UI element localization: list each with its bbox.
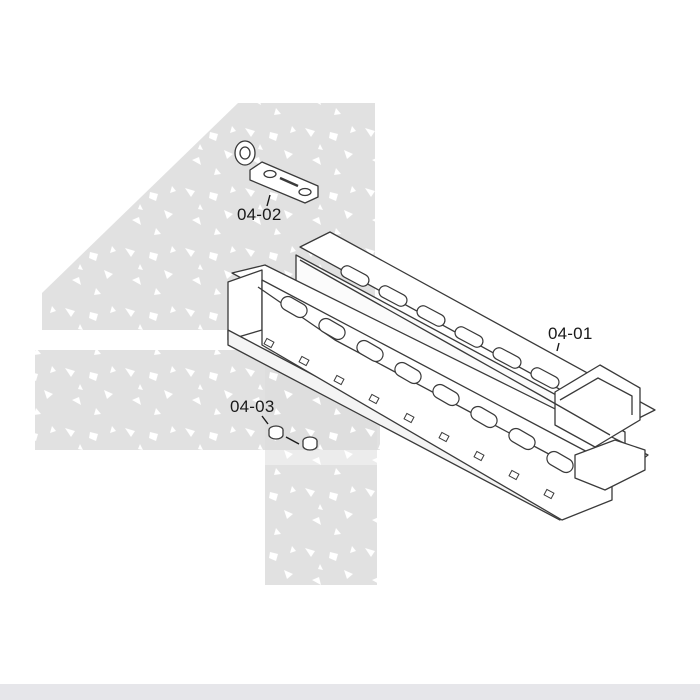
- callout-leaders: [261, 194, 560, 425]
- leader-line-0401: [556, 342, 560, 352]
- rail-tooth: [438, 431, 450, 443]
- watermark-four-diagonal: [42, 103, 375, 330]
- upper-slot: [378, 285, 408, 307]
- handguard-end-face: [227, 269, 263, 341]
- rail-tooth: [508, 469, 520, 481]
- mounting-screws-drawing: [268, 425, 318, 451]
- lower-slot: [318, 317, 346, 341]
- watermark-four: [35, 103, 380, 585]
- handguard-bottom-teeth: [263, 337, 555, 500]
- lower-slot: [280, 295, 308, 319]
- rail-tooth: [473, 450, 485, 462]
- handguard-lower-body: [261, 279, 613, 521]
- handguard-rear-lug: [574, 439, 646, 491]
- upper-slot: [416, 305, 446, 327]
- handguard-rear-mount-ridge: [559, 377, 633, 415]
- plate-screw-hole: [298, 187, 312, 197]
- rail-tooth: [298, 355, 310, 367]
- lower-slot: [508, 427, 536, 451]
- bottom-band: [0, 684, 700, 700]
- plate-engraving: [279, 176, 299, 188]
- handguard-upper-slots: [340, 265, 560, 389]
- lower-slot: [356, 339, 384, 363]
- leader-line-0403: [261, 415, 269, 425]
- rail-tooth: [263, 337, 275, 349]
- sling-mount-plate-drawing: [234, 140, 319, 204]
- rail-tooth: [543, 488, 555, 500]
- lower-slot: [394, 361, 422, 385]
- rail-tooth: [333, 374, 345, 386]
- rail-tooth: [403, 412, 415, 424]
- plate-sling-loop-hole: [239, 146, 251, 160]
- screw-body: [268, 430, 284, 440]
- upper-slot: [340, 265, 370, 287]
- rail-tooth: [368, 393, 380, 405]
- upper-slot: [492, 347, 522, 369]
- callout-label-0401: 04-01: [548, 324, 593, 343]
- callout-label-0402: 04-02: [237, 205, 282, 224]
- upper-slot: [530, 367, 560, 389]
- upper-slot: [454, 326, 484, 348]
- handguard-lower-slots: [280, 295, 574, 474]
- plate-screw-hole: [263, 169, 277, 179]
- handguard-rear-mount: [554, 364, 641, 448]
- screw-body: [302, 441, 318, 451]
- lower-slot: [470, 405, 498, 429]
- leader-line-0402: [266, 194, 271, 207]
- callout-label-0403: 04-03: [230, 397, 275, 416]
- watermark-four-stem: [265, 465, 377, 585]
- handguard-upper-rail-line: [299, 259, 611, 436]
- lower-slot: [546, 450, 574, 474]
- screw-linker-line: [285, 436, 300, 445]
- handguard-rail-drawing: [227, 231, 656, 521]
- lower-slot: [432, 383, 460, 407]
